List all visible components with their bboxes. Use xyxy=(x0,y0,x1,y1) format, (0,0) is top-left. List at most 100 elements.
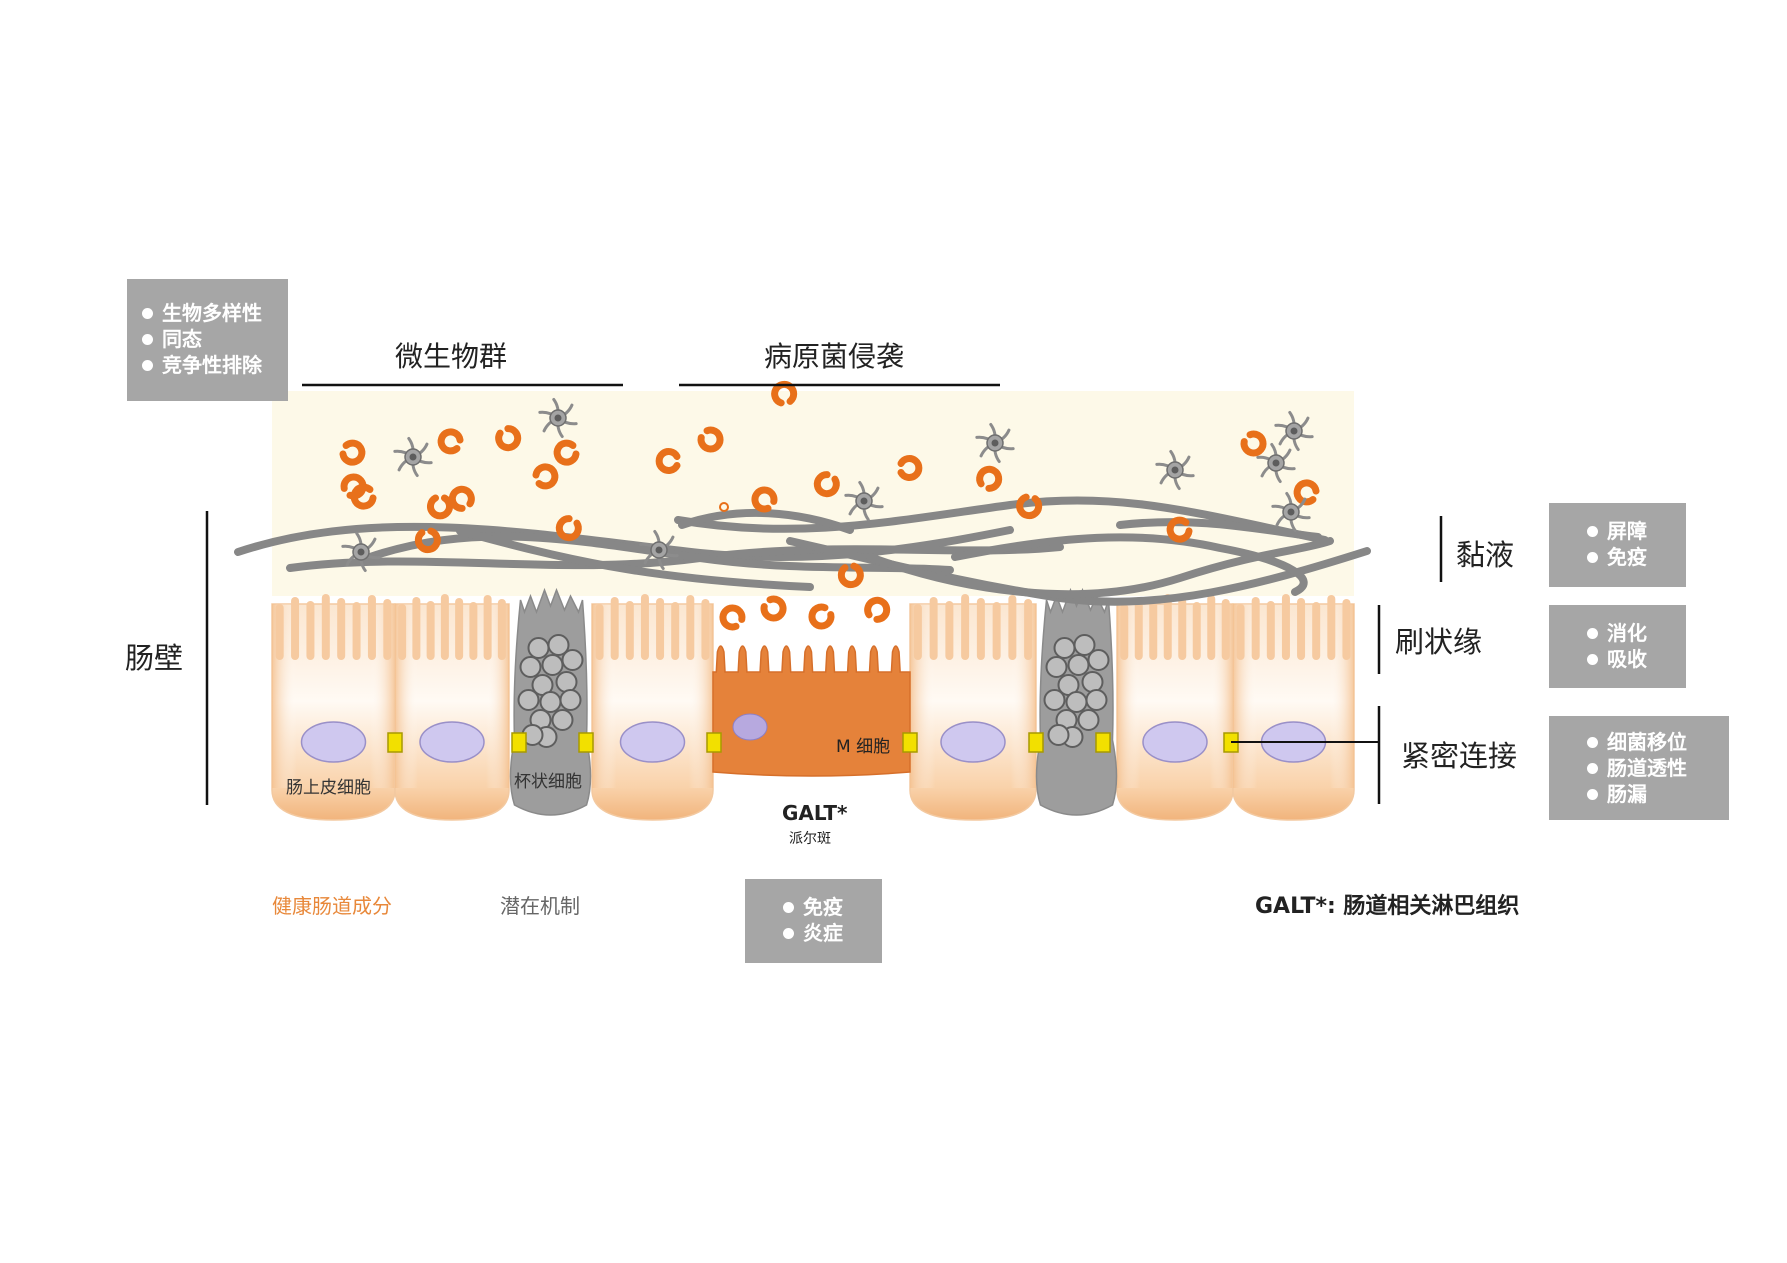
info-item: 同态 xyxy=(140,326,288,352)
bacterium-icon xyxy=(864,596,891,623)
info-item: 免疫 xyxy=(1585,544,1686,570)
tight-junction-marker xyxy=(1028,732,1044,753)
microvillus xyxy=(306,601,315,660)
virus-icon xyxy=(975,422,1015,464)
microvillus xyxy=(483,595,492,660)
mucus-strand xyxy=(674,496,1329,544)
mucin-granule xyxy=(1077,709,1100,731)
tight-junction-marker xyxy=(578,732,594,753)
info-item: 肠漏 xyxy=(1585,781,1729,807)
bacterium-icon xyxy=(414,527,441,554)
bacterium-icon xyxy=(655,448,681,474)
info-item: 细菌移位 xyxy=(1585,729,1729,755)
info-item: 屏障 xyxy=(1585,518,1686,544)
peyer-patch-label: 派尔斑 xyxy=(789,831,831,847)
microbe-layer xyxy=(339,380,1320,631)
mucus-strand xyxy=(456,527,814,591)
goblet-cell xyxy=(1035,587,1118,816)
epithelium-layer xyxy=(271,587,1355,821)
microvillus xyxy=(383,599,392,660)
mucin-granule xyxy=(551,709,574,731)
mucin-granule xyxy=(1045,656,1068,678)
goblet-cell-label: 杯状细胞 xyxy=(514,772,582,792)
microvillus xyxy=(656,598,665,660)
mucus-label: 黏液 xyxy=(1456,538,1515,572)
microvillus xyxy=(412,597,421,660)
bacterium-icon xyxy=(719,604,746,631)
virus-icon xyxy=(639,529,679,571)
info-item: 生物多样性 xyxy=(140,300,288,326)
microvillus xyxy=(671,602,680,660)
microvillus xyxy=(992,602,1001,660)
bacterium-icon xyxy=(837,562,864,589)
microvillus xyxy=(1297,598,1306,660)
microvillus xyxy=(367,595,376,660)
info-item: 竞争性排除 xyxy=(140,352,288,378)
microvillus xyxy=(1149,601,1158,660)
mucin-granule xyxy=(1047,724,1070,746)
virus-icon xyxy=(341,531,381,573)
mucin-granule xyxy=(1081,671,1104,693)
m-cell-label: M 细胞 xyxy=(836,737,891,757)
epithelial-cell xyxy=(271,594,396,821)
tight-junction-info-box: 细菌移位 肠道透性 肠漏 xyxy=(1549,716,1729,820)
particle-icon xyxy=(719,502,729,512)
bacterium-icon xyxy=(697,426,724,453)
microvillus xyxy=(701,599,710,660)
microvillus xyxy=(1192,602,1201,660)
bacterium-icon xyxy=(808,603,835,630)
mucin-granule xyxy=(1085,689,1108,711)
microvillus xyxy=(1163,594,1172,660)
microvillus xyxy=(913,604,922,660)
brush-border-label: 刷状缘 xyxy=(1395,625,1483,659)
epithelial-cell xyxy=(1232,594,1355,821)
microvillus xyxy=(976,598,985,660)
microvillus xyxy=(1312,602,1321,660)
mucin-granule xyxy=(527,637,550,659)
microvillus xyxy=(1178,598,1187,660)
bacterium-icon xyxy=(553,439,580,466)
microvillus xyxy=(1221,599,1230,660)
cell-nucleus xyxy=(619,721,686,763)
epithelial-cell xyxy=(394,594,510,821)
mucin-granule xyxy=(1067,654,1090,676)
microvillus xyxy=(455,598,464,660)
microbiota-info-box: 生物多样性 同态 竞争性排除 xyxy=(127,279,288,401)
goblet-cell xyxy=(509,587,592,816)
mucin-granule xyxy=(547,634,570,656)
virus-icon xyxy=(1155,449,1195,491)
microvillus xyxy=(610,597,619,660)
galt-label: GALT* xyxy=(782,801,848,825)
mucin-granule xyxy=(1073,634,1096,656)
mucin-granule xyxy=(1053,637,1076,659)
bacterium-icon xyxy=(1240,430,1267,457)
microvillus xyxy=(275,604,284,660)
mucus-strand xyxy=(866,537,1334,599)
microvillus xyxy=(686,595,695,660)
bacterium-icon xyxy=(1166,516,1193,543)
mucin-granule xyxy=(555,671,578,693)
legend-healthy-components: 健康肠道成分 xyxy=(272,894,392,918)
cell-nucleus xyxy=(419,721,485,763)
tight-junction-marker xyxy=(387,732,403,753)
bacterium-icon xyxy=(555,515,582,542)
microvillus xyxy=(1251,597,1260,660)
mucin-granule xyxy=(519,656,542,678)
tight-junction-label: 紧密连接 xyxy=(1401,739,1518,773)
virus-icon xyxy=(1256,442,1296,484)
epithelial-cell xyxy=(1116,594,1234,821)
tight-junction-marker xyxy=(706,732,722,753)
virus-icon xyxy=(393,436,433,478)
bacterium-icon xyxy=(813,471,840,498)
brush-border-info-box: 消化 吸收 xyxy=(1549,605,1686,688)
mucus-strand xyxy=(366,532,954,574)
microvillus xyxy=(929,597,938,660)
cell-nucleus xyxy=(1142,721,1208,763)
mucus-layer xyxy=(234,496,1371,606)
mucin-granule xyxy=(1087,649,1110,671)
microvillus xyxy=(1281,594,1290,660)
pathogen-invasion-header: 病原菌侵袭 xyxy=(764,340,905,373)
cell-nucleus xyxy=(940,721,1006,763)
virus-icon xyxy=(1274,410,1314,452)
